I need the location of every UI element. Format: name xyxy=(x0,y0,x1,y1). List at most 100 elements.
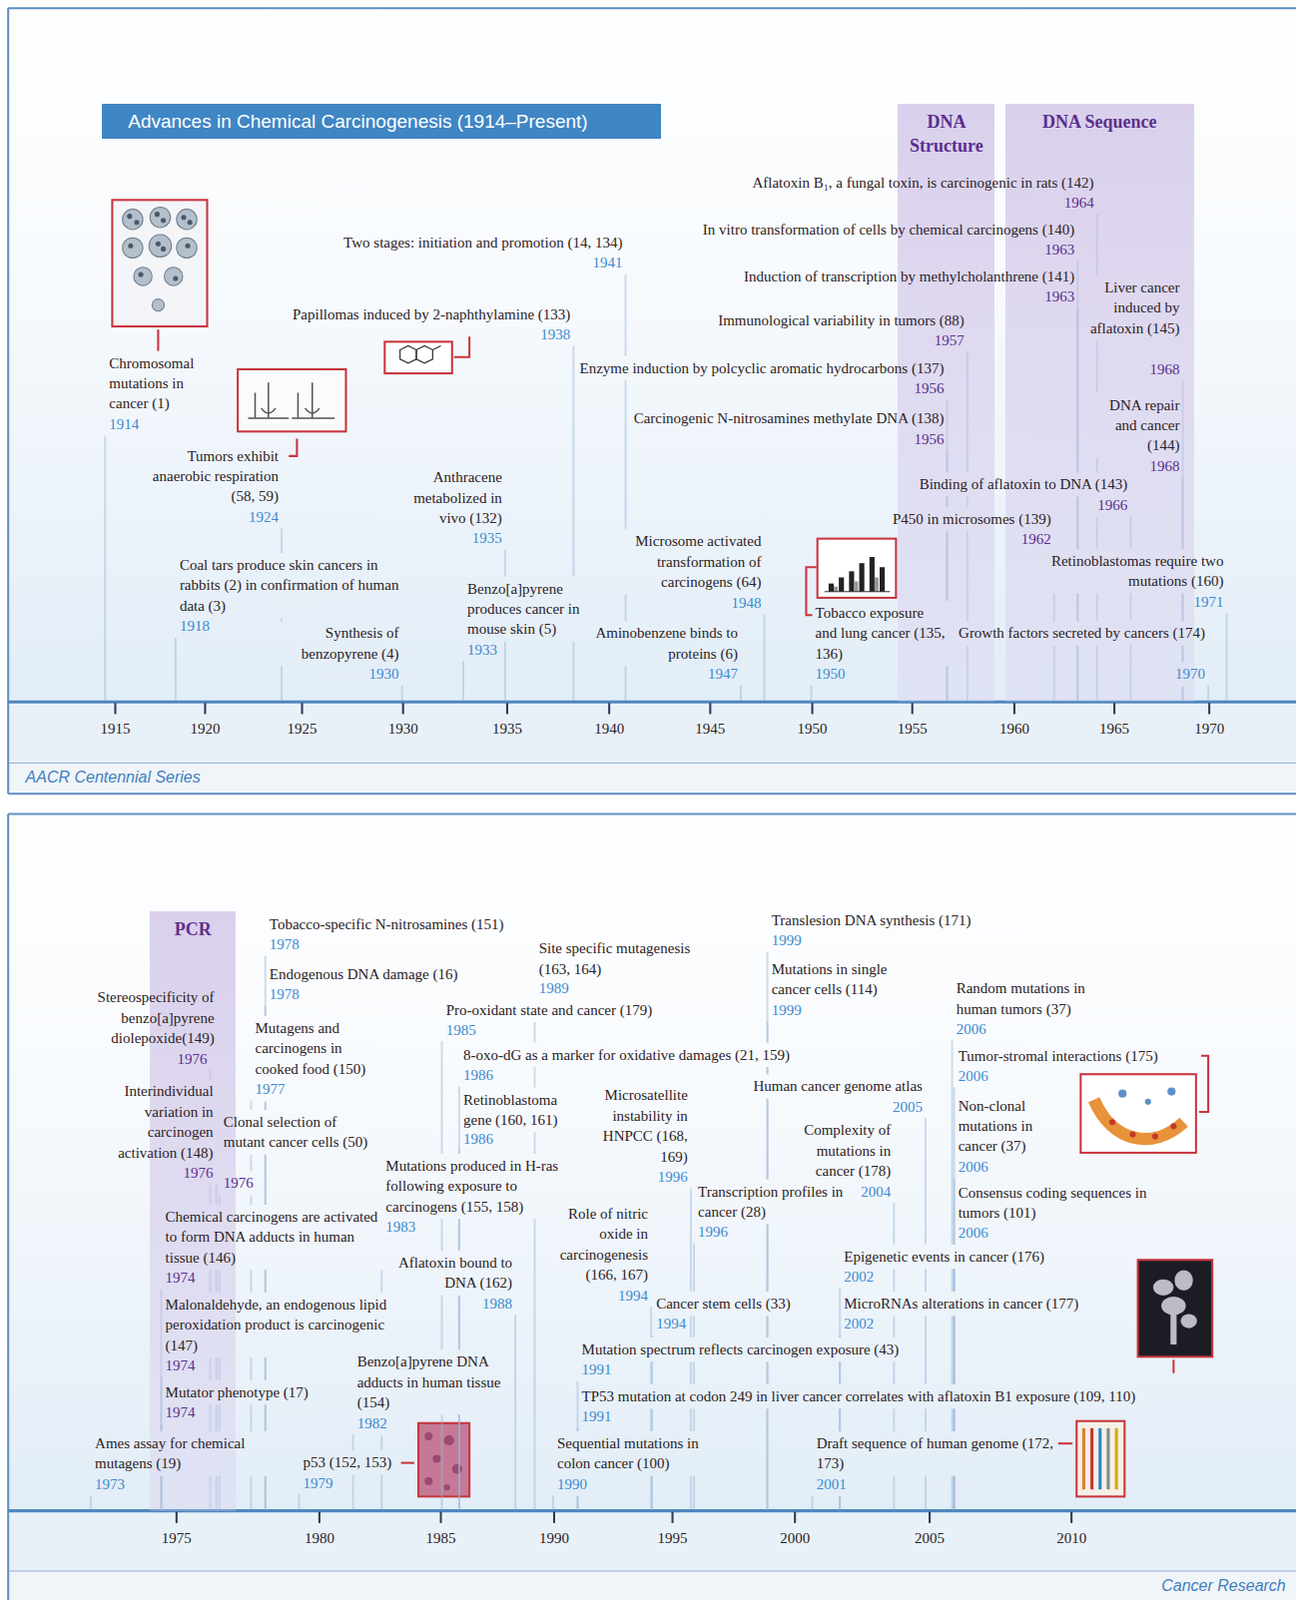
year-guide xyxy=(953,1269,956,1293)
event-year: 1964 xyxy=(1064,192,1095,213)
chromosome-picture xyxy=(111,199,207,351)
event-text: Liver cancer induced by aflatoxin (145) xyxy=(1085,277,1180,339)
event-year: 1989 xyxy=(539,978,570,999)
year-guide xyxy=(953,1315,956,1385)
year-guide xyxy=(249,1404,252,1432)
footer-strip xyxy=(7,1571,1296,1600)
event-text: TP53 mutation at codon 249 in liver canc… xyxy=(582,1386,1137,1407)
year-guide xyxy=(264,1006,267,1017)
event-year: 1979 xyxy=(303,1473,334,1494)
year-guide xyxy=(458,1219,461,1252)
year-guide xyxy=(249,1196,252,1206)
year-guide xyxy=(689,1476,692,1511)
year-guide xyxy=(576,1381,579,1432)
event-year: 1956 xyxy=(913,378,944,399)
event-text: Chromosomal mutations in cancer (1) xyxy=(108,353,211,415)
event-year: 1957 xyxy=(934,330,965,351)
event-year: 1988 xyxy=(482,1294,513,1314)
event-text: Human cancer genome atlas xyxy=(752,1076,923,1097)
axis-year: 1965 xyxy=(1099,718,1130,739)
event-text: Microsome activated transformation of ca… xyxy=(606,531,761,593)
event-year: 1914 xyxy=(108,414,139,435)
event-year: 1935 xyxy=(472,528,503,549)
event-text: Translesion DNA synthesis (171) xyxy=(771,910,972,931)
year-guide xyxy=(766,1408,769,1510)
year-guide xyxy=(380,1435,383,1451)
year-guide xyxy=(264,1357,267,1381)
event-year: 2005 xyxy=(892,1097,923,1118)
event-text: Induction of transcription by methylchol… xyxy=(743,266,1075,287)
year-guide xyxy=(249,1101,252,1111)
event-text: 8-oxo-dG as a marker for oxidative damag… xyxy=(463,1045,790,1066)
year-guide xyxy=(264,1476,267,1511)
year-guide xyxy=(441,1296,444,1350)
year-guide xyxy=(280,665,283,701)
year-guide xyxy=(892,1203,895,1246)
year-guide xyxy=(352,1475,355,1511)
event-year: 1948 xyxy=(730,593,761,614)
year-guide xyxy=(953,1315,956,1385)
event-year: 1978 xyxy=(269,934,300,955)
year-guide xyxy=(951,1408,954,1432)
event-year: 2002 xyxy=(843,1313,874,1334)
event-text: Consensus coding sequences in tumors (10… xyxy=(958,1183,1153,1225)
year-guide xyxy=(953,1476,956,1511)
year-guide xyxy=(264,1155,267,1206)
event-text: Non-clonal mutations in cancer (37) xyxy=(958,1096,1057,1158)
event-year: 1985 xyxy=(446,1020,477,1041)
axis-year: 1995 xyxy=(657,1528,688,1549)
year-guide xyxy=(838,1361,841,1385)
year-guide xyxy=(1207,685,1210,701)
year-guide xyxy=(692,1315,695,1338)
event-text: Tobacco-specific N-nitrosamines (151) xyxy=(269,914,505,935)
year-guide xyxy=(766,1315,769,1338)
event-text: Random mutations in human tumors (37) xyxy=(956,978,1121,1020)
year-guide xyxy=(766,1067,769,1075)
event-text: In vitro transformation of cells by chem… xyxy=(702,219,1075,240)
year-guide xyxy=(951,1315,954,1385)
axis-year: 1935 xyxy=(492,718,523,739)
year-guide xyxy=(766,1224,769,1293)
event-year: 1966 xyxy=(1097,495,1128,516)
year-guide xyxy=(576,1428,579,1432)
event-year: 1996 xyxy=(697,1222,728,1243)
year-guide xyxy=(458,1414,461,1510)
event-text: Microsatellite instability in HNPCC (168… xyxy=(591,1085,688,1168)
event-year: 1933 xyxy=(467,640,498,660)
event-text: Mutation spectrum reflects carcinogen ex… xyxy=(582,1339,900,1360)
event-year: 1991 xyxy=(582,1359,613,1380)
event-year: 1999 xyxy=(771,1000,802,1021)
event-year: 1976 xyxy=(183,1163,214,1184)
year-guide xyxy=(953,1476,956,1511)
year-guide xyxy=(924,1315,927,1385)
year-guide xyxy=(625,380,628,530)
year-guide xyxy=(625,595,628,623)
year-guide xyxy=(953,1408,956,1432)
axis-year: 1930 xyxy=(388,718,419,739)
year-guide xyxy=(892,1269,895,1293)
apparatus-picture xyxy=(237,369,346,457)
event-text: P450 in microsomes (139) xyxy=(892,509,1052,530)
event-text: Endogenous DNA damage (16) xyxy=(269,964,459,985)
year-guide xyxy=(766,1099,769,1181)
bar-chart-picture xyxy=(805,539,896,617)
year-guide xyxy=(576,1496,579,1510)
event-text: Benzo[a]pyrene produces cancer in mouse … xyxy=(467,579,596,641)
panel-border xyxy=(7,813,1296,816)
year-guide xyxy=(689,1315,692,1338)
year-guide xyxy=(951,1269,954,1293)
title-text: Advances in Chemical Carcinogenesis (191… xyxy=(127,110,588,133)
event-year: 1974 xyxy=(165,1402,196,1423)
event-year: 1962 xyxy=(1021,529,1052,550)
event-year: 1977 xyxy=(255,1079,286,1100)
year-guide xyxy=(249,1155,252,1173)
year-guide xyxy=(766,1099,769,1181)
year-guide xyxy=(953,1178,956,1245)
panel-border xyxy=(6,814,9,1600)
stroma-picture xyxy=(1080,1056,1209,1154)
event-text: Growth factors secreted by cancers (174) xyxy=(955,623,1206,644)
year-guide xyxy=(953,1088,956,1246)
axis-year: 1990 xyxy=(539,1528,570,1549)
year-guide xyxy=(401,685,404,701)
event-year: 1990 xyxy=(557,1474,588,1495)
